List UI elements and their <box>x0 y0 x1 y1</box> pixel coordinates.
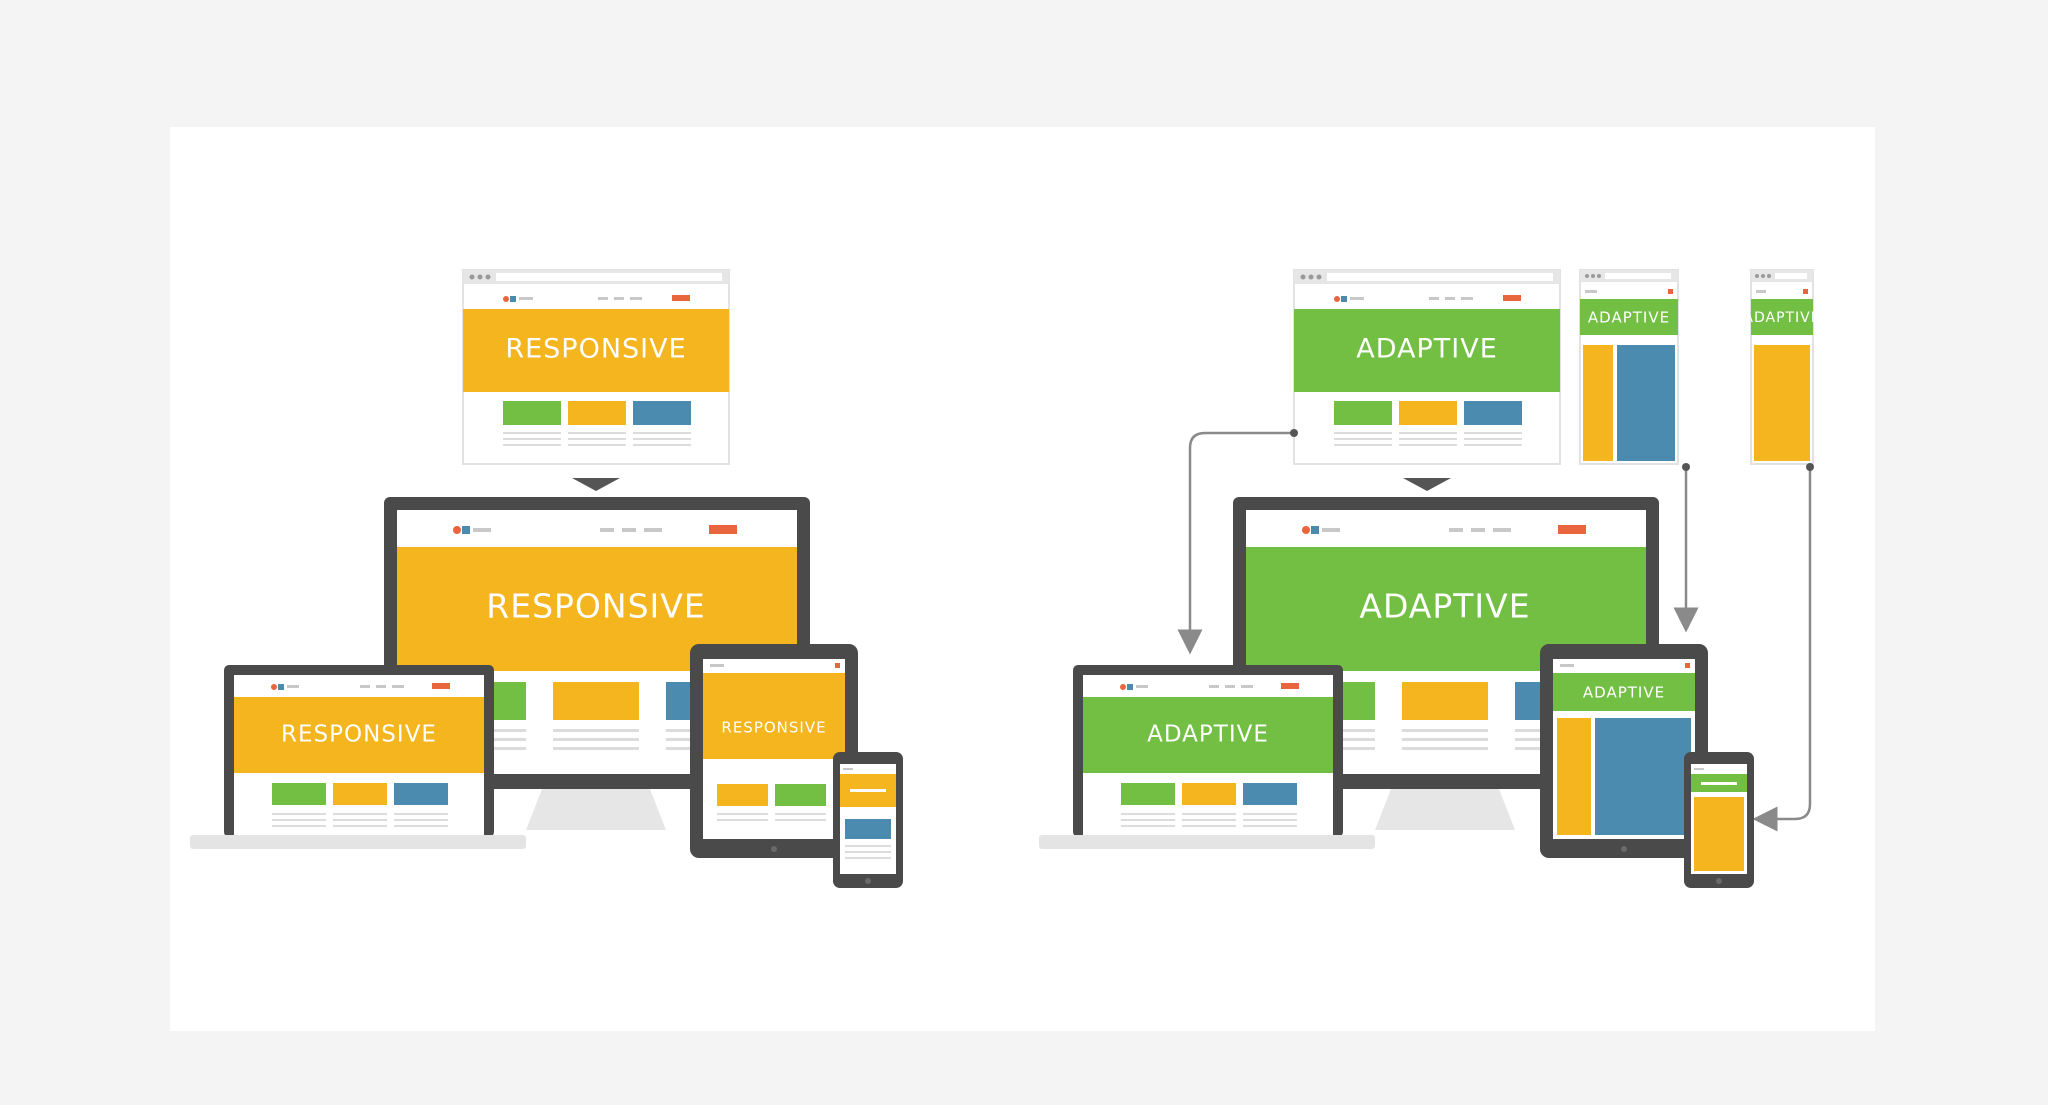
responsive-tablet-hero-title: RESPONSIVE <box>721 719 826 737</box>
adaptive-desktop-hero-title: ADAPTIVE <box>1359 587 1530 626</box>
adaptive-browser-hero-title: ADAPTIVE <box>1356 334 1498 365</box>
adaptive-laptop-hero-title: ADAPTIVE <box>1147 722 1269 748</box>
responsive-browser-hero <box>463 309 729 392</box>
responsive-group: RESPONSIVE RE <box>190 269 903 888</box>
responsive-tablet: RESPONSIVE <box>690 644 858 858</box>
laptop-connector-arrow-icon <box>1177 431 1294 655</box>
responsive-browser-hero-title: RESPONSIVE <box>505 334 686 365</box>
adaptive-connector-arrows <box>1177 431 1812 832</box>
adaptive-browser-window-tablet: ADAPTIVE <box>1579 269 1679 465</box>
adaptive-phone <box>1684 752 1754 888</box>
adaptive-group: ADAPTIVE ADAPTIVE <box>1039 269 1820 888</box>
adaptive-tablet-window-title: ADAPTIVE <box>1588 309 1670 327</box>
adaptive-tablet: ADAPTIVE <box>1540 644 1708 858</box>
adaptive-phone-window-title: ADAPTIVE <box>1743 310 1820 326</box>
diagram-card: RESPONSIVE RE <box>170 127 1875 1031</box>
adaptive-browser-window-phone: ADAPTIVE <box>1743 269 1820 465</box>
adaptive-laptop: ADAPTIVE <box>1039 665 1375 849</box>
responsive-desktop-hero-title: RESPONSIVE <box>486 587 705 626</box>
adaptive-tablet-hero-title: ADAPTIVE <box>1583 684 1665 702</box>
adaptive-browser-window-desktop: ADAPTIVE <box>1293 269 1561 465</box>
responsive-browser-window: RESPONSIVE <box>462 269 730 465</box>
responsive-phone <box>833 752 903 888</box>
adaptive-down-arrow-icon <box>1403 478 1451 491</box>
responsive-down-arrow-icon <box>572 478 620 491</box>
responsive-laptop-hero-title: RESPONSIVE <box>281 722 437 748</box>
responsive-laptop: RESPONSIVE <box>190 665 526 849</box>
responsive-vs-adaptive-diagram: RESPONSIVE RE <box>190 269 1820 888</box>
phone-connector-arrow-icon <box>1752 467 1812 832</box>
